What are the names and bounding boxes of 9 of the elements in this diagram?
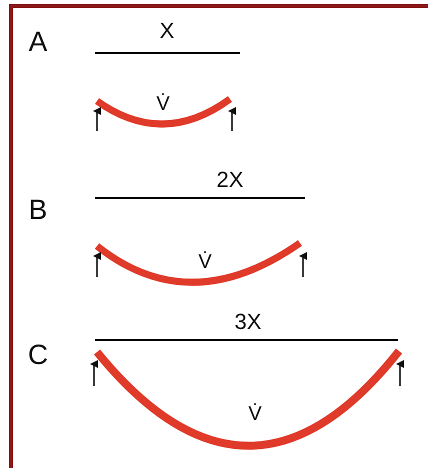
panel-letter: C bbox=[28, 341, 48, 369]
velocity-symbol: V̇ bbox=[156, 94, 170, 114]
dimension-label: X bbox=[160, 20, 174, 42]
velocity-symbol: V̇ bbox=[198, 252, 212, 272]
panel-letter: B bbox=[28, 196, 48, 224]
dimension-label: 3X bbox=[234, 311, 262, 333]
velocity-symbol: V̇ bbox=[248, 404, 262, 424]
panel-letter: A bbox=[28, 28, 48, 56]
dimension-label: 2X bbox=[216, 169, 244, 191]
